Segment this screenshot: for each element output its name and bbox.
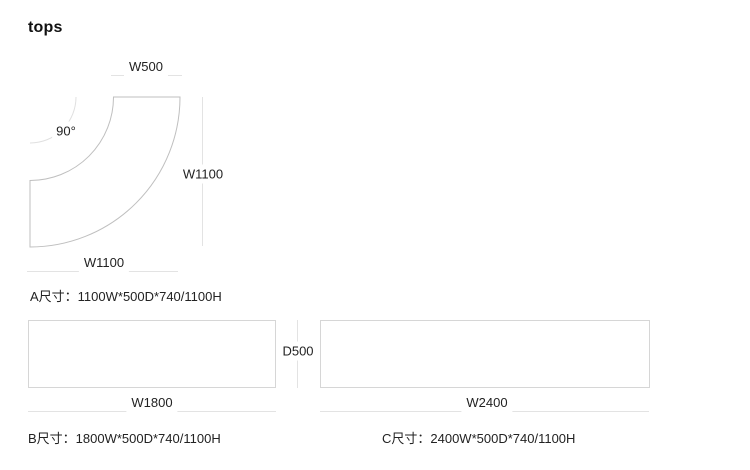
dim-label-w500: W500 [124,58,168,79]
size-c-caption: C尺寸：2400W*500D*740/1100H [382,431,576,446]
dim-label-w1100-bottom: W1100 [78,254,130,275]
size-b-caption: B尺寸：1800W*500D*740/1100H [28,431,221,446]
top-c-rectangle [320,320,650,388]
dim-label-w1100-right: W1100 [178,164,228,184]
dim-label-angle-90: 90° [52,121,80,141]
curved-top-a-shape [29,96,181,248]
page-title: tops [28,19,63,36]
size-a-caption: A尺寸：1100W*500D*740/1100H [30,289,222,304]
top-b-rectangle [28,320,276,388]
dim-label-w1800: W1800 [126,394,178,415]
dim-label-d500: D500 [278,341,318,361]
dim-label-w2400: W2400 [461,394,513,415]
